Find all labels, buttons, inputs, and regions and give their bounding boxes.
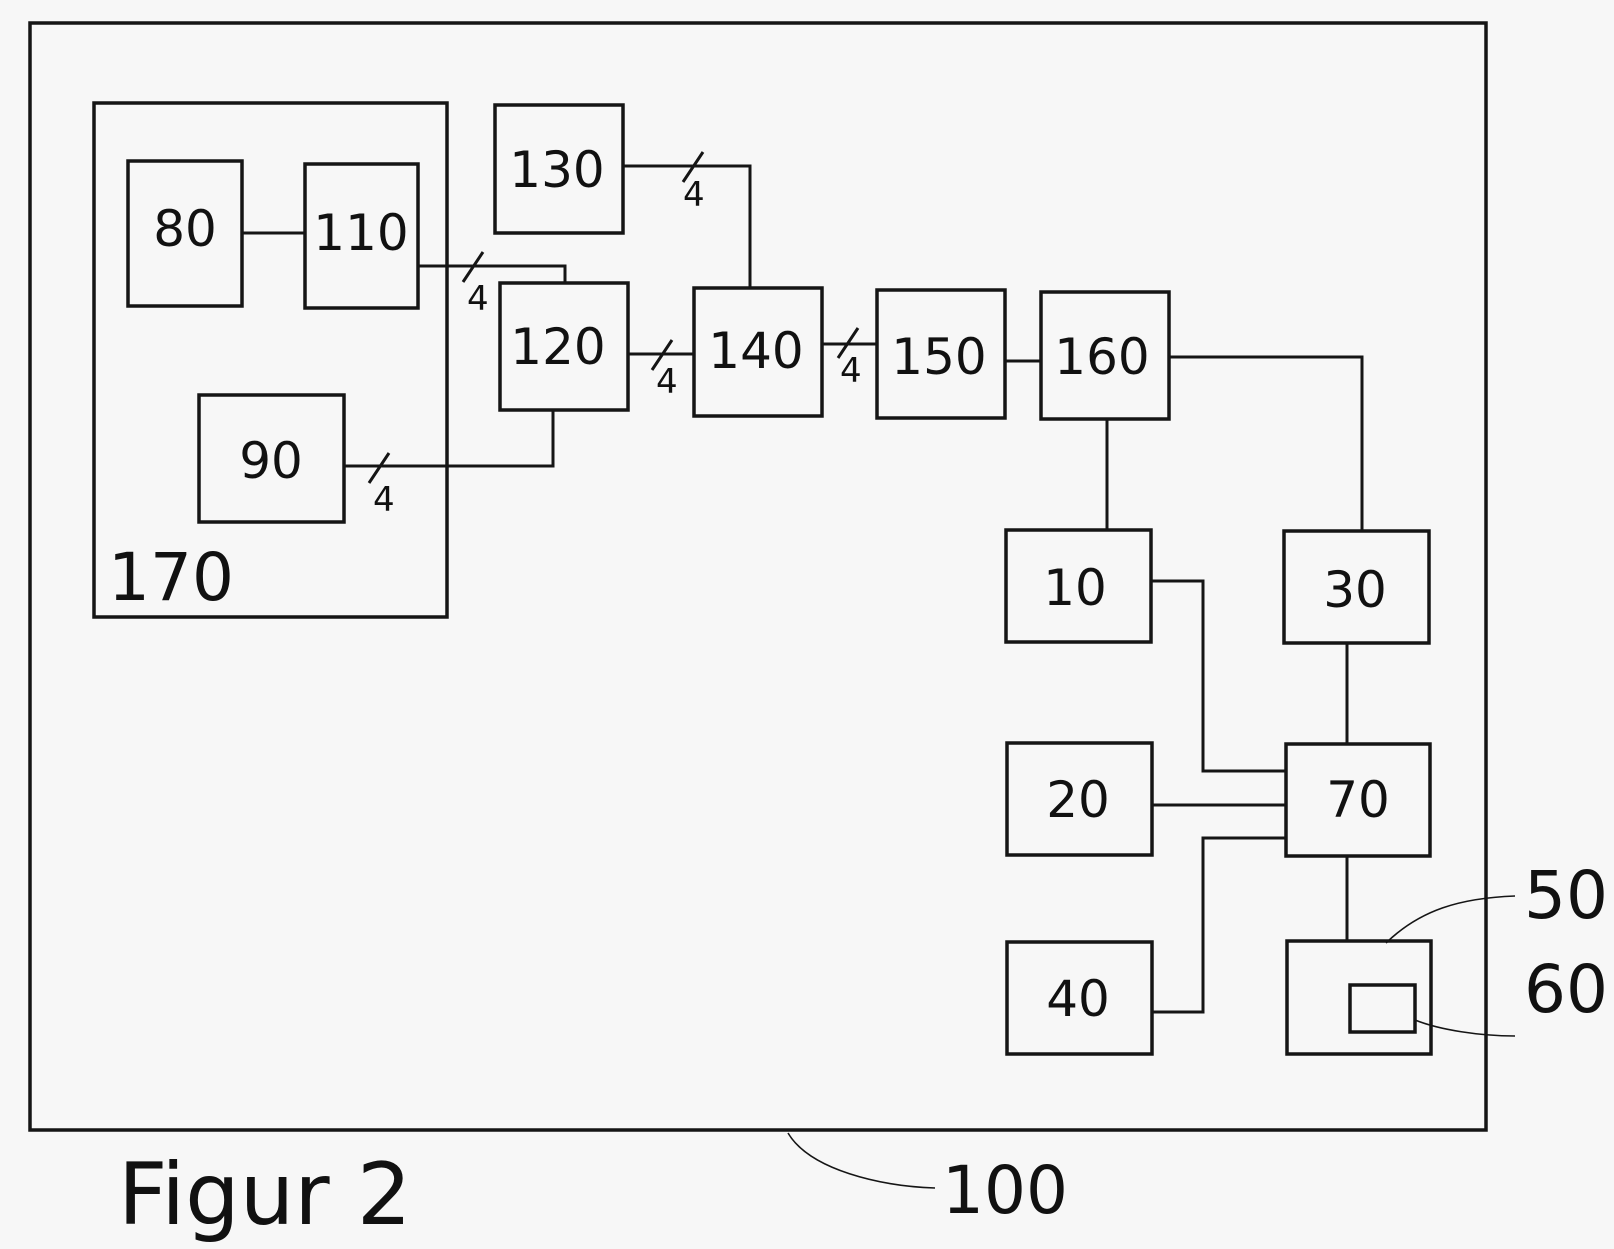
block-30: 30 [1282, 529, 1431, 645]
block-120: 120 [498, 281, 630, 412]
block-40: 40 [1005, 940, 1154, 1056]
bus-130-140 [623, 164, 752, 288]
wire-10-70 [1151, 579, 1286, 773]
svg-text:80: 80 [153, 200, 217, 258]
block-90: 90 [197, 393, 346, 524]
bus-width-label: 4 [656, 362, 678, 402]
bus-slash [461, 251, 485, 283]
block-80: 80 [126, 159, 244, 308]
svg-text:150: 150 [891, 328, 986, 386]
device-frame-100 [28, 21, 1488, 1132]
svg-text:140: 140 [708, 322, 803, 380]
svg-text:40: 40 [1046, 970, 1110, 1028]
svg-text:10: 10 [1043, 559, 1107, 617]
block-150: 150 [875, 288, 1007, 420]
block-160: 160 [1039, 290, 1171, 421]
wire-160-30 [1169, 355, 1364, 531]
leader-100 [787, 1132, 936, 1189]
svg-text:130: 130 [509, 141, 604, 199]
bus-slash [650, 339, 674, 371]
ref-label-60: 60 [1524, 951, 1608, 1028]
group-170-frame [92, 101, 449, 619]
bus-slash [836, 327, 860, 359]
leader-60 [1414, 1019, 1516, 1037]
svg-text:70: 70 [1326, 771, 1390, 829]
bus-slash [367, 452, 391, 484]
block-70: 70 [1284, 742, 1432, 858]
bus-110-120 [418, 264, 567, 283]
wire-40-70 [1152, 836, 1286, 1014]
block-140: 140 [692, 286, 824, 418]
block-130: 130 [493, 103, 625, 235]
block-20: 20 [1005, 741, 1154, 857]
block-110: 110 [303, 162, 420, 310]
bus-width-label: 4 [373, 480, 395, 520]
svg-text:110: 110 [313, 204, 408, 262]
ref-label-100: 100 [942, 1152, 1068, 1229]
ref-label-50: 50 [1524, 857, 1608, 934]
svg-text:90: 90 [239, 432, 303, 490]
group-170-label: 170 [108, 539, 234, 616]
block-10: 10 [1004, 528, 1153, 644]
block-50 [1285, 939, 1433, 1056]
svg-text:20: 20 [1046, 771, 1110, 829]
bus-width-label: 4 [840, 351, 862, 391]
block-60 [1348, 983, 1417, 1034]
svg-text:120: 120 [510, 318, 605, 376]
bus-slash [681, 151, 705, 183]
figure-caption: Figur 2 [118, 1145, 412, 1245]
svg-text:30: 30 [1323, 561, 1387, 619]
svg-text:160: 160 [1054, 328, 1149, 386]
leader-50 [1385, 895, 1516, 944]
bus-90-120 [344, 410, 555, 468]
bus-width-label: 4 [683, 175, 705, 215]
bus-width-label: 4 [467, 279, 489, 319]
